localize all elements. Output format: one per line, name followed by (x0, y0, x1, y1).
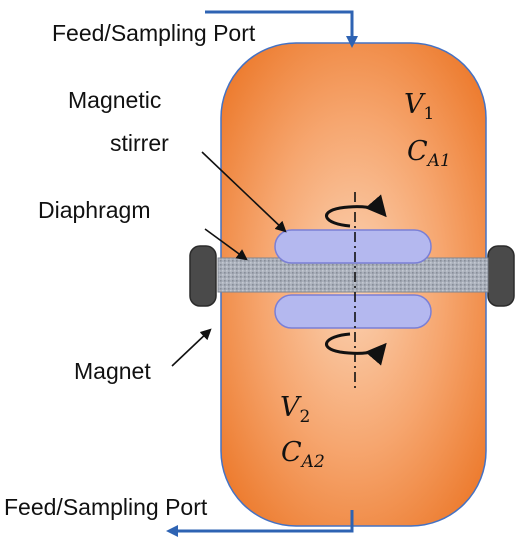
pointer-arrow-icon (204, 228, 248, 261)
magnetic-label: Magnetic (68, 87, 161, 113)
top-port-label: Feed/Sampling Port (52, 20, 256, 46)
bottom-port-label: Feed/Sampling Port (4, 494, 208, 520)
rotation-arrow-icon (325, 332, 387, 366)
magnet-label: Magnet (74, 358, 151, 384)
right-magnet (487, 245, 515, 307)
upper-concentration-label: CA1 (407, 136, 451, 171)
lower-concentration-label: CA2 (281, 437, 325, 472)
pointer-arrow-icon (201, 151, 287, 233)
bottom-port-line (166, 510, 354, 537)
lower-stirrer-bar (274, 294, 432, 329)
stirrer-label: stirrer (110, 130, 169, 156)
left-magnet (189, 245, 217, 307)
upper-volume-label: V1 (404, 89, 434, 124)
upper-stirrer-bar (274, 229, 432, 264)
diaphragm-label: Diaphragm (38, 197, 151, 223)
rotation-arrow-icon (325, 194, 387, 228)
top-port-line (205, 10, 358, 48)
pointer-arrow-icon (171, 328, 212, 367)
lower-volume-label: V2 (280, 392, 310, 427)
